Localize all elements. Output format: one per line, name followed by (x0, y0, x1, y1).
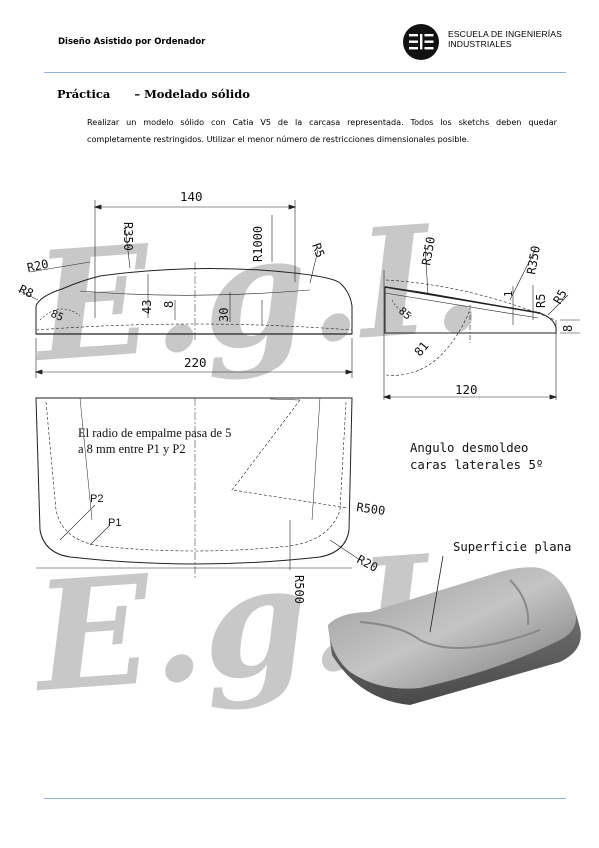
instructions-paragraph: Realizar un modelo sólido con Catia V5 d… (87, 117, 557, 144)
dim-r20-front: R20 (26, 257, 50, 275)
note-fillet-line2: a 8 mm entre P1 y P2 (78, 442, 186, 456)
dim-8-side: 8 (561, 325, 575, 332)
page-title: Práctica – Modelado sólido (57, 87, 250, 101)
dim-r500-b: R500 (292, 575, 306, 604)
footer-rule (44, 798, 566, 799)
dim-r350-front: R350 (121, 222, 135, 251)
side-view (382, 244, 580, 400)
top-view (35, 397, 361, 580)
institution-line2: INDUSTRIALES (448, 39, 512, 49)
note-flat-surface: Superficie plana (453, 540, 571, 554)
dim-r1000: R1000 (251, 226, 265, 262)
header-rule (44, 72, 566, 73)
note-fillet-line1: El radio de empalme pasa de 5 (78, 426, 231, 440)
note-draft-line1: Angulo desmoldeo (410, 441, 528, 455)
dim-r5-side-b: R5 (550, 287, 569, 307)
front-dimensions: 140 R350 R1000 R5 R20 R8 85 43 8 30 220 (17, 189, 328, 370)
top-annotations: El radio de empalme pasa de 5 a 8 mm ent… (78, 426, 386, 604)
dim-1: 1 (503, 291, 515, 297)
dim-r5-side-a: R5 (534, 294, 548, 308)
dim-120: 120 (455, 382, 478, 397)
dim-r350-side-a: R350 (419, 236, 438, 267)
header-subject: Diseño Asistido por Ordenador (58, 37, 206, 47)
dim-140: 140 (180, 189, 203, 204)
note-draft-line2: caras laterales 5º (410, 458, 543, 472)
notes: Angulo desmoldeo caras laterales 5º Supe… (410, 441, 571, 554)
dim-r350-side-b: R350 (524, 245, 543, 276)
institution-name: ESCUELA DE INGENIERÍAS INDUSTRIALES (448, 29, 562, 49)
render-top (328, 567, 576, 689)
front-outline (35, 267, 353, 335)
dim-r5-front: R5 (309, 241, 327, 259)
dim-30: 30 (217, 308, 231, 322)
institution-line1: ESCUELA DE INGENIERÍAS (448, 29, 562, 39)
dim-r8-front: R8 (17, 282, 36, 301)
dim-8-front: 8 (162, 301, 176, 308)
dim-43: 43 (140, 300, 154, 314)
front-view (17, 200, 354, 378)
dim-220: 220 (184, 355, 207, 370)
label-p2: P2 (90, 493, 103, 505)
dim-85-front: 85 (49, 308, 66, 324)
dim-r500-a: R500 (356, 500, 387, 518)
label-p1: P1 (108, 517, 121, 529)
render-3d (328, 555, 581, 705)
side-dimensions: R350 R350 1 R5 R5 8 85 81 120 (396, 236, 575, 397)
